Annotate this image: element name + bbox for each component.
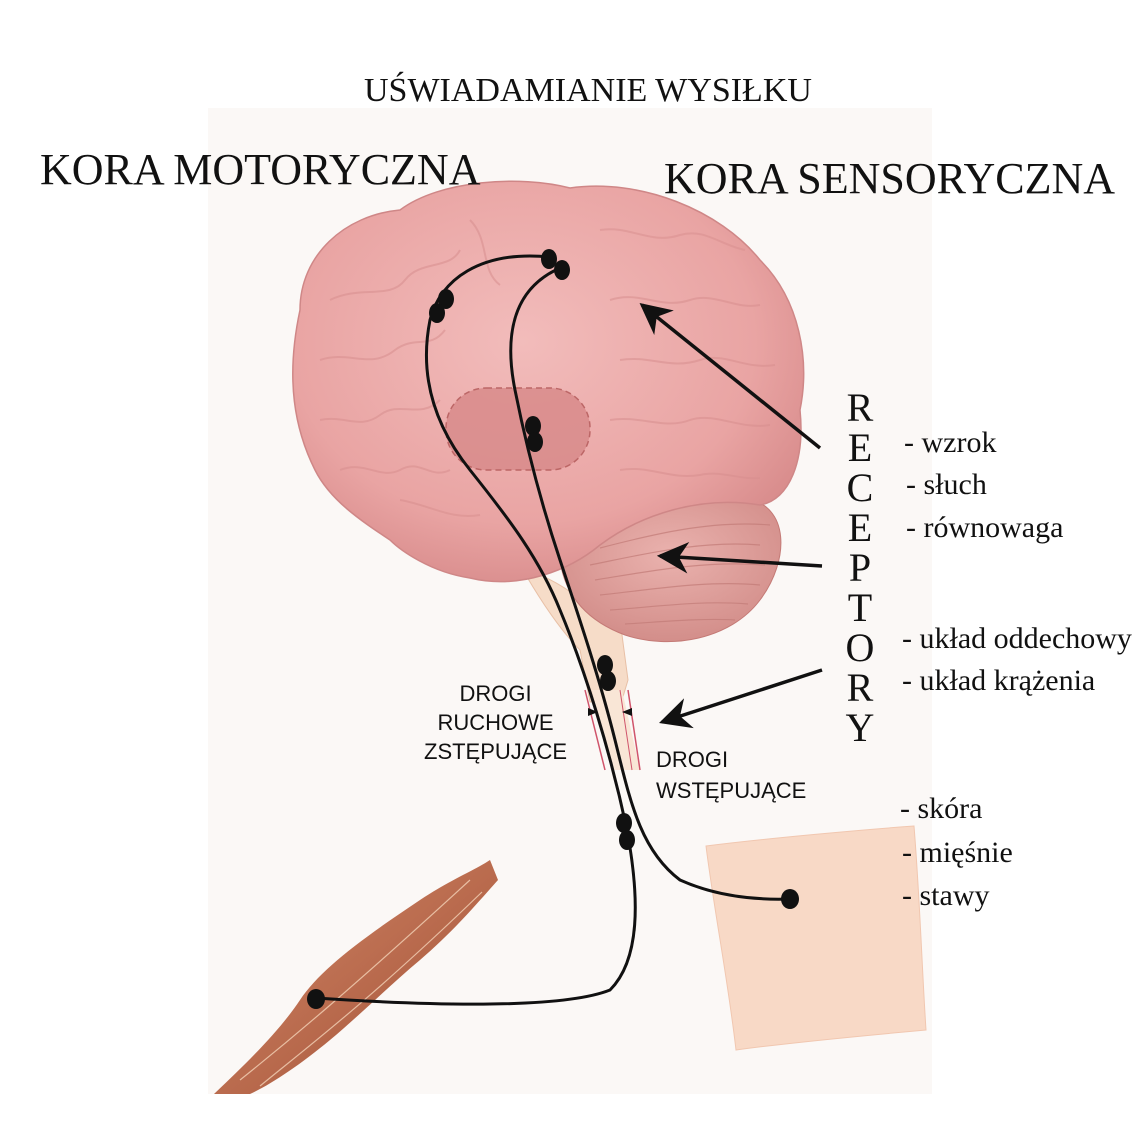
descending-line-2: RUCHOWE: [424, 708, 567, 737]
receptor-item-circulatory: - układ krążenia: [902, 666, 1095, 696]
receptor-item-respiratory: - układ oddechowy: [902, 624, 1132, 654]
ascending-line-2: WSTĘPUJĄCE: [656, 775, 806, 806]
receptor-item-hearing: - słuch: [906, 470, 987, 500]
receptors-letter: E: [830, 428, 890, 468]
receptor-item-joints: - stawy: [902, 881, 989, 911]
receptor-item-skin: - skóra: [900, 794, 982, 824]
sensory-cortex-label: KORA SENSORYCZNA: [664, 157, 1115, 201]
receptor-item-vision: - wzrok: [904, 428, 996, 458]
receptors-letter: T: [830, 588, 890, 628]
diagram-title: UŚWIADAMIANIE WYSIŁKU: [364, 74, 812, 108]
receptor-item-balance: - równowaga: [906, 513, 1063, 543]
skin-patch: [706, 826, 926, 1050]
receptors-letter: E: [830, 508, 890, 548]
descending-line-3: ZSTĘPUJĄCE: [424, 737, 567, 766]
receptors-letter: R: [830, 388, 890, 428]
descending-pathways-label: DROGI RUCHOWE ZSTĘPUJĄCE: [424, 679, 567, 766]
ascending-pathways-label: DROGI WSTĘPUJĄCE: [656, 744, 806, 806]
motor-cortex-label: KORA MOTORYCZNA: [40, 148, 480, 192]
receptors-letter: O: [830, 628, 890, 668]
receptors-letter: P: [830, 548, 890, 588]
ascending-line-1: DROGI: [656, 744, 806, 775]
receptor-item-muscles: - mięśnie: [902, 838, 1013, 868]
descending-line-1: DROGI: [424, 679, 567, 708]
receptors-letter: C: [830, 468, 890, 508]
receptors-letter: Y: [830, 708, 890, 748]
receptors-letter: R: [830, 668, 890, 708]
